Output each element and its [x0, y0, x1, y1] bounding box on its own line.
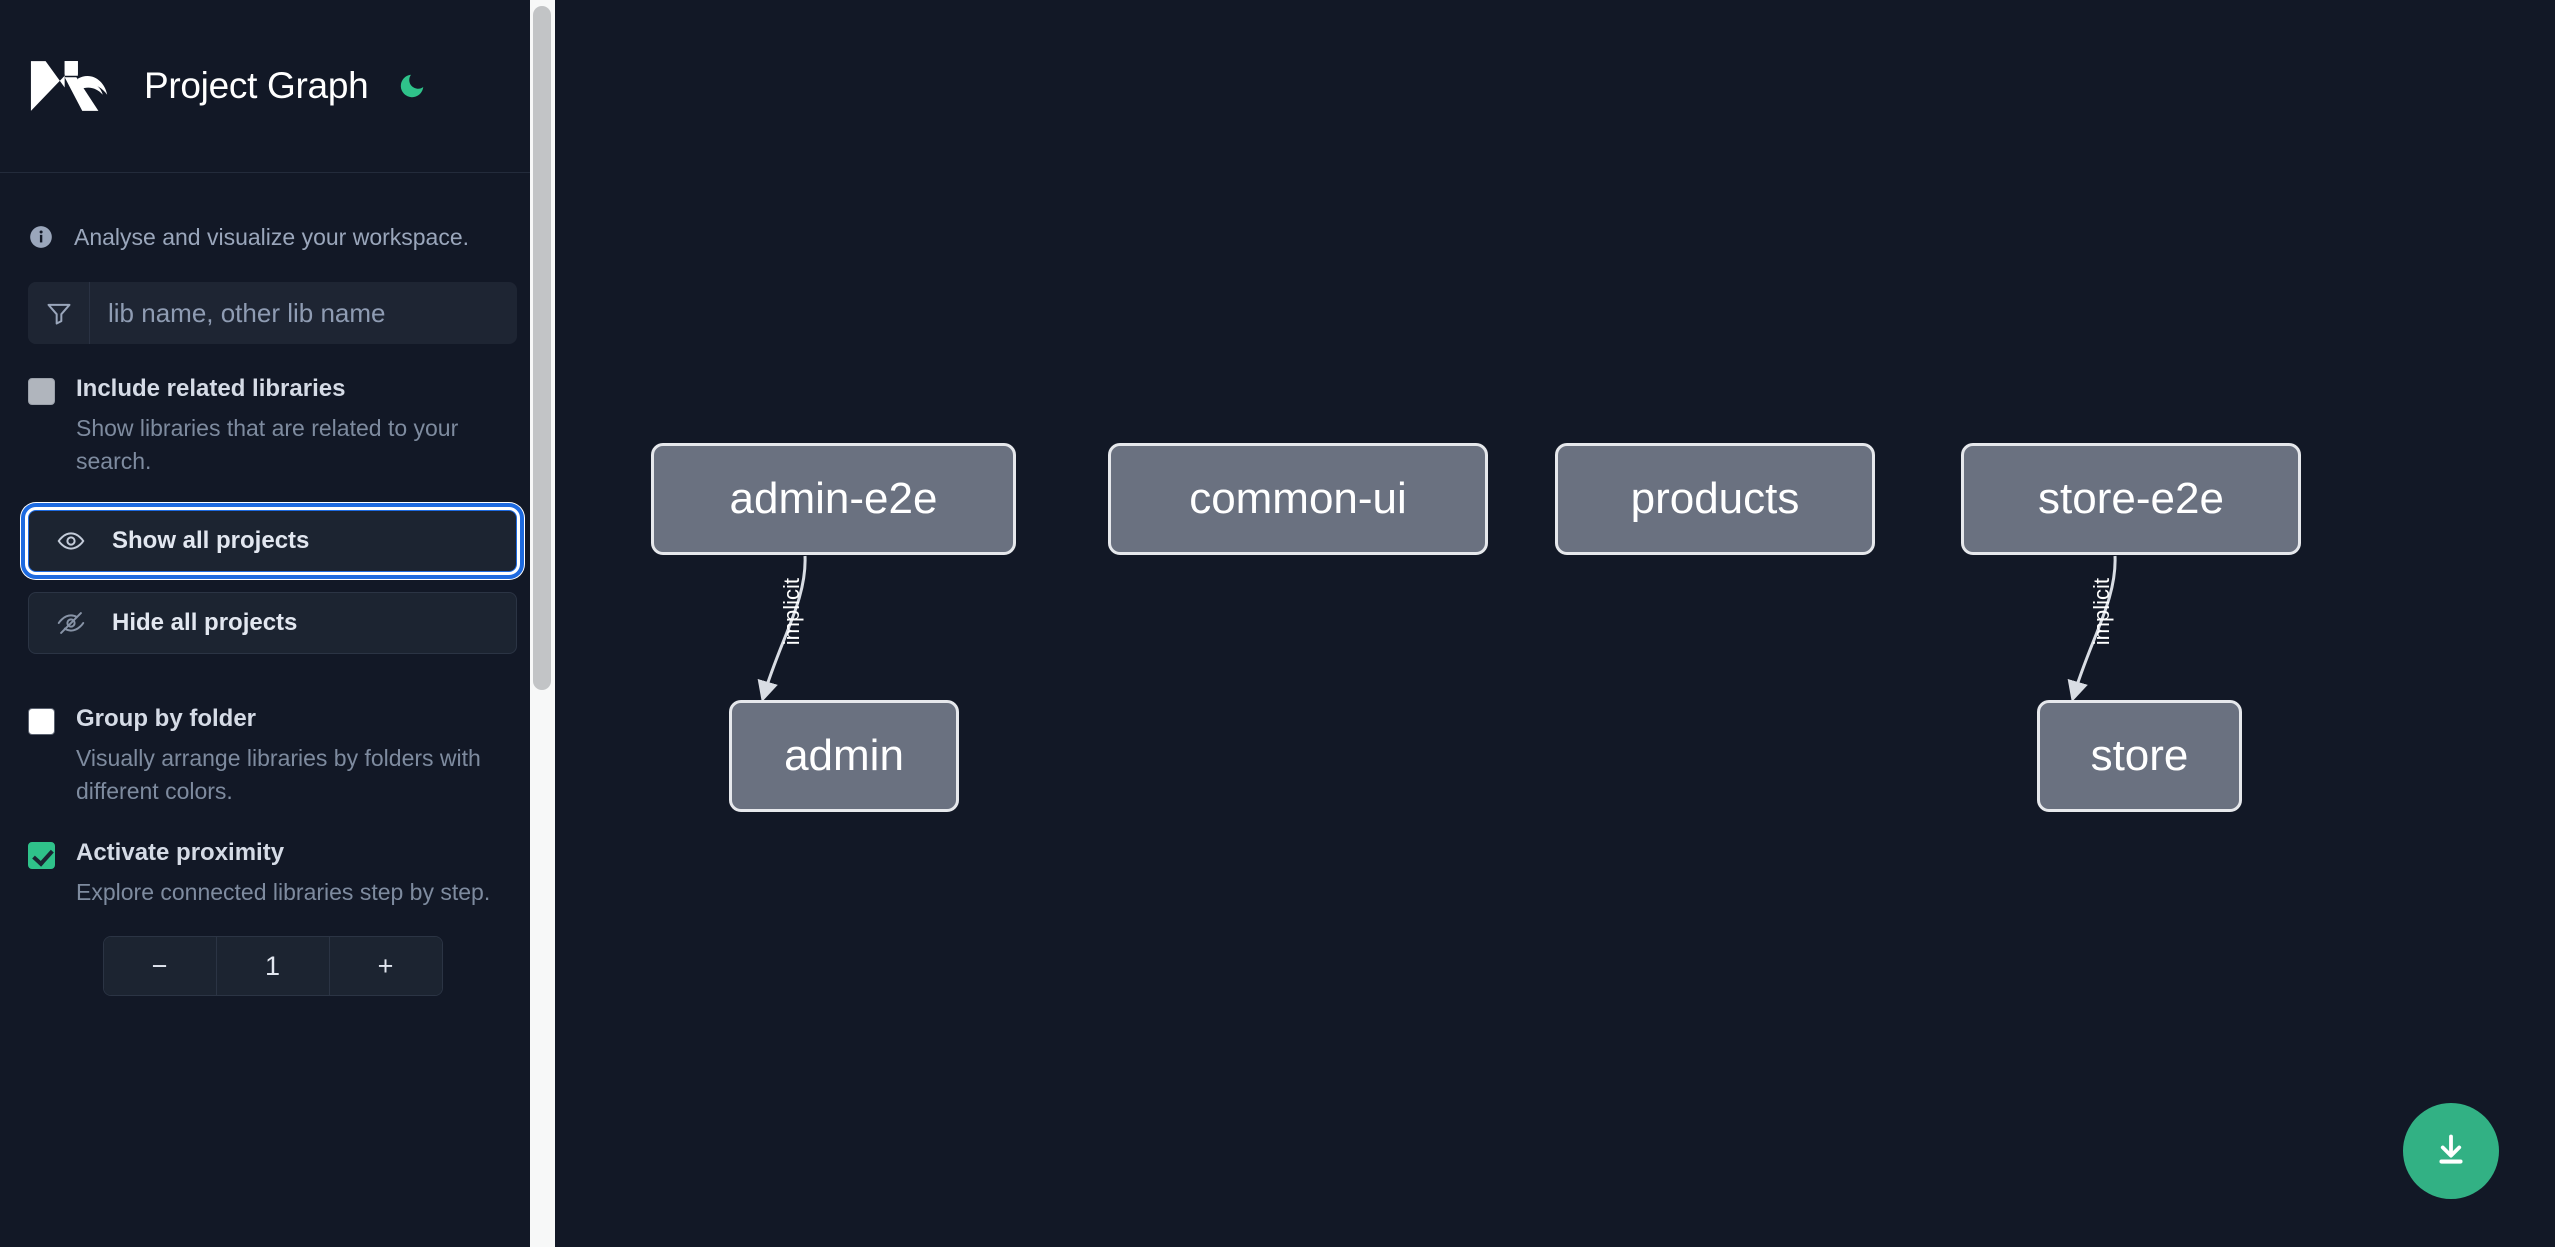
option-label: Include related libraries [76, 375, 346, 402]
graph-node-products[interactable]: products [1555, 443, 1875, 555]
option-label: Group by folder [76, 705, 256, 733]
proximity-value: 1 [215, 937, 330, 996]
sidebar-header: Project Graph [0, 0, 545, 173]
graph-node-admin[interactable]: admin [729, 700, 959, 812]
graph-node-label: store [2090, 731, 2189, 780]
sidebar-scrollbar-thumb[interactable] [533, 6, 551, 690]
sidebar-tagline: Analyse and visualize your workspace. [0, 173, 545, 269]
eye-off-icon [55, 607, 87, 639]
proximity-stepper-wrap: − 1 + [0, 908, 545, 997]
graph-node-label: common-ui [1189, 474, 1407, 523]
hide-all-projects-button[interactable]: Hide all projects [28, 592, 517, 655]
search-box[interactable] [28, 282, 517, 344]
download-graph-button[interactable] [2403, 1103, 2499, 1199]
option-activate-proximity[interactable]: Activate proximity Explore connected lib… [0, 808, 545, 909]
graph-node-common-ui[interactable]: common-ui [1108, 443, 1488, 555]
checkbox-activate-proximity[interactable] [28, 841, 55, 869]
proximity-stepper[interactable]: − 1 + [102, 936, 443, 997]
hide-all-projects-label: Hide all projects [112, 609, 298, 637]
visibility-buttons: Show all projects Hide all projects [0, 477, 545, 674]
sidebar: Project Graph Analyse and visualize your… [0, 0, 555, 1247]
eye-icon [55, 525, 87, 557]
option-include-related-libraries[interactable]: Include related libraries Show libraries… [0, 344, 545, 477]
option-description: Show libraries that are related to your … [76, 415, 459, 474]
proximity-decrement-button[interactable]: − [103, 937, 216, 996]
proximity-increment-button[interactable]: + [329, 937, 442, 996]
show-all-projects-button[interactable]: Show all projects [21, 503, 524, 580]
option-description: Explore connected libraries step by step… [76, 878, 491, 905]
search-section [0, 269, 545, 344]
graph-node-label: admin [784, 731, 904, 780]
graph-canvas[interactable]: admin-e2e common-ui products store-e2e a… [555, 0, 2555, 1247]
checkbox-include-related-libraries[interactable] [28, 378, 55, 405]
download-icon [2432, 1131, 2470, 1172]
tagline-text: Analyse and visualize your workspace. [74, 223, 470, 250]
filter-icon [28, 282, 90, 344]
show-all-projects-label: Show all projects [112, 527, 310, 555]
edge-label-store-e2e-store: implicit [2089, 578, 2114, 646]
graph-node-label: admin-e2e [729, 474, 938, 523]
graph-edges [757, 555, 2117, 703]
option-group-by-folder[interactable]: Group by folder Visually arrange librari… [0, 674, 545, 807]
option-label: Activate proximity [76, 838, 285, 866]
graph-node-store-e2e[interactable]: store-e2e [1961, 443, 2301, 555]
graph-node-admin-e2e[interactable]: admin-e2e [651, 443, 1016, 555]
moon-icon[interactable] [393, 67, 431, 105]
info-icon [28, 224, 54, 250]
sidebar-scrollbar[interactable] [530, 0, 555, 1247]
page-title: Project Graph [144, 65, 369, 106]
graph-node-label: store-e2e [2038, 474, 2224, 523]
search-input[interactable] [90, 282, 517, 344]
edge-label-admin-e2e-admin: implicit [779, 578, 804, 646]
nx-logo-icon [28, 56, 116, 116]
sidebar-scroll-area: Project Graph Analyse and visualize your… [0, 0, 545, 1247]
checkbox-group-by-folder[interactable] [28, 708, 55, 736]
graph-node-label: products [1630, 474, 1800, 523]
option-description: Visually arrange libraries by folders wi… [76, 745, 481, 804]
graph-node-store[interactable]: store [2037, 700, 2242, 812]
